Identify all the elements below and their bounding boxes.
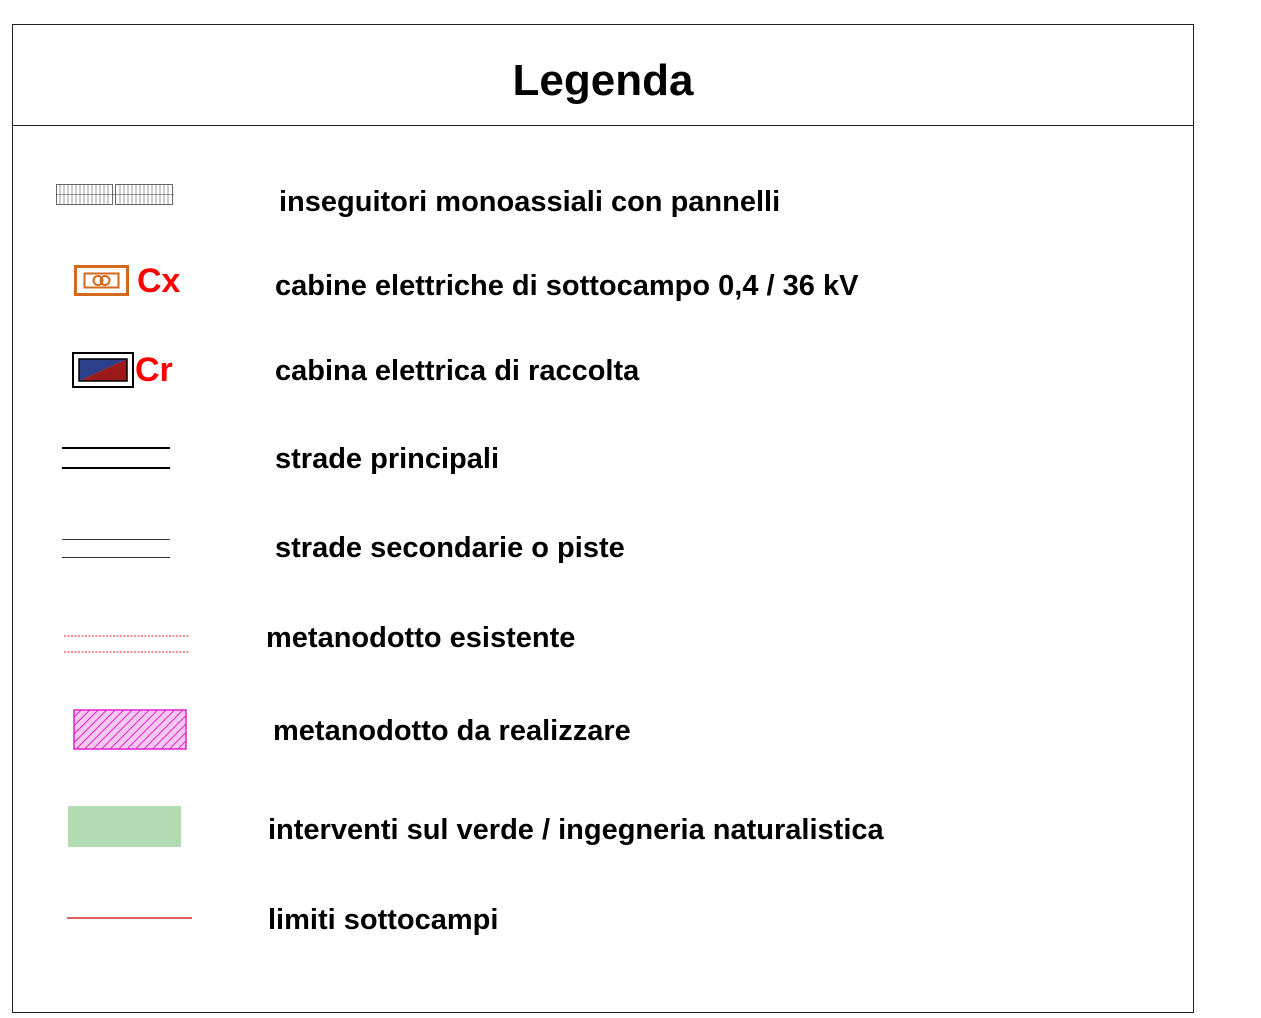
- code-cr: Cr: [135, 351, 173, 389]
- existing-pipeline-icon: [64, 635, 190, 653]
- legend-title: Legenda: [512, 56, 694, 105]
- legend-label-main-roads: strade principali: [275, 443, 500, 475]
- legend-label-planned-pipeline: metanodotto da realizzare: [273, 715, 631, 747]
- legend-label-subfield-boundary: limiti sottocampi: [268, 904, 499, 936]
- main-road-icon: [62, 447, 170, 469]
- legend-frame: Legenda: [12, 24, 1194, 1013]
- secondary-road-icon: [62, 539, 170, 558]
- legend-label-green-area: interventi sul verde / ingegneria natura…: [268, 814, 884, 846]
- legend-label-collection-cabin: cabina elettrica di raccolta: [275, 355, 640, 387]
- code-cx: Cx: [137, 262, 181, 300]
- collection-cabin-icon: [72, 352, 134, 388]
- legend-label-trackers: inseguitori monoassiali con pannelli: [279, 186, 781, 218]
- legend-header: Legenda: [13, 25, 1193, 126]
- subfield-boundary-icon: [67, 917, 192, 919]
- tracker-panels-icon: [56, 184, 174, 205]
- green-area-icon: [68, 806, 181, 847]
- legend-label-substation-cabins: cabine elettriche di sottocampo 0,4 / 36…: [275, 270, 859, 302]
- legend-label-existing-pipeline: metanodotto esistente: [266, 622, 576, 654]
- substation-cabin-icon: [74, 265, 129, 296]
- planned-pipeline-icon: [73, 709, 187, 750]
- legend-label-secondary-roads: strade secondarie o piste: [275, 532, 625, 564]
